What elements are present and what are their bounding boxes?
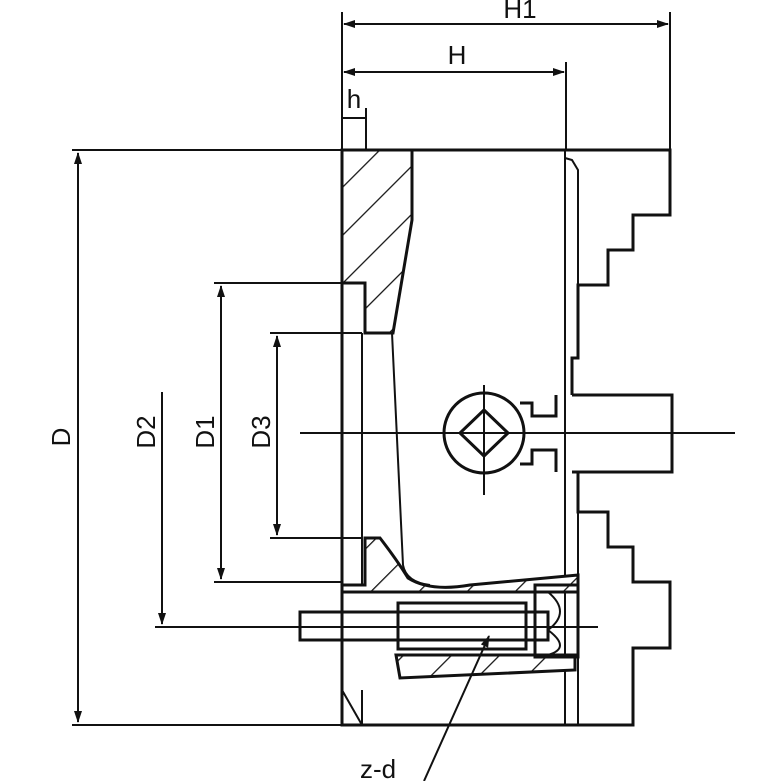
label-h: H [448, 40, 467, 70]
leader-zd [423, 635, 490, 781]
label-d3: D3 [246, 415, 276, 448]
mounting-bolt [290, 601, 598, 651]
label-d1: D1 [190, 415, 220, 448]
lower-bolt-sleeve-section [394, 653, 577, 680]
label-zd: z-d [360, 754, 396, 781]
pinion-key [300, 385, 735, 495]
dimension-labels: H1 H h D D2 D1 D3 z-d [46, 0, 537, 781]
lower-web-section [340, 536, 580, 594]
label-small-h: h [347, 84, 361, 114]
label-h1: H1 [503, 0, 536, 24]
upper-flange-section [340, 148, 414, 335]
label-d: D [46, 428, 76, 447]
label-d2: D2 [131, 415, 161, 448]
dimension-lines [72, 12, 671, 781]
hatched-sections [340, 148, 580, 680]
